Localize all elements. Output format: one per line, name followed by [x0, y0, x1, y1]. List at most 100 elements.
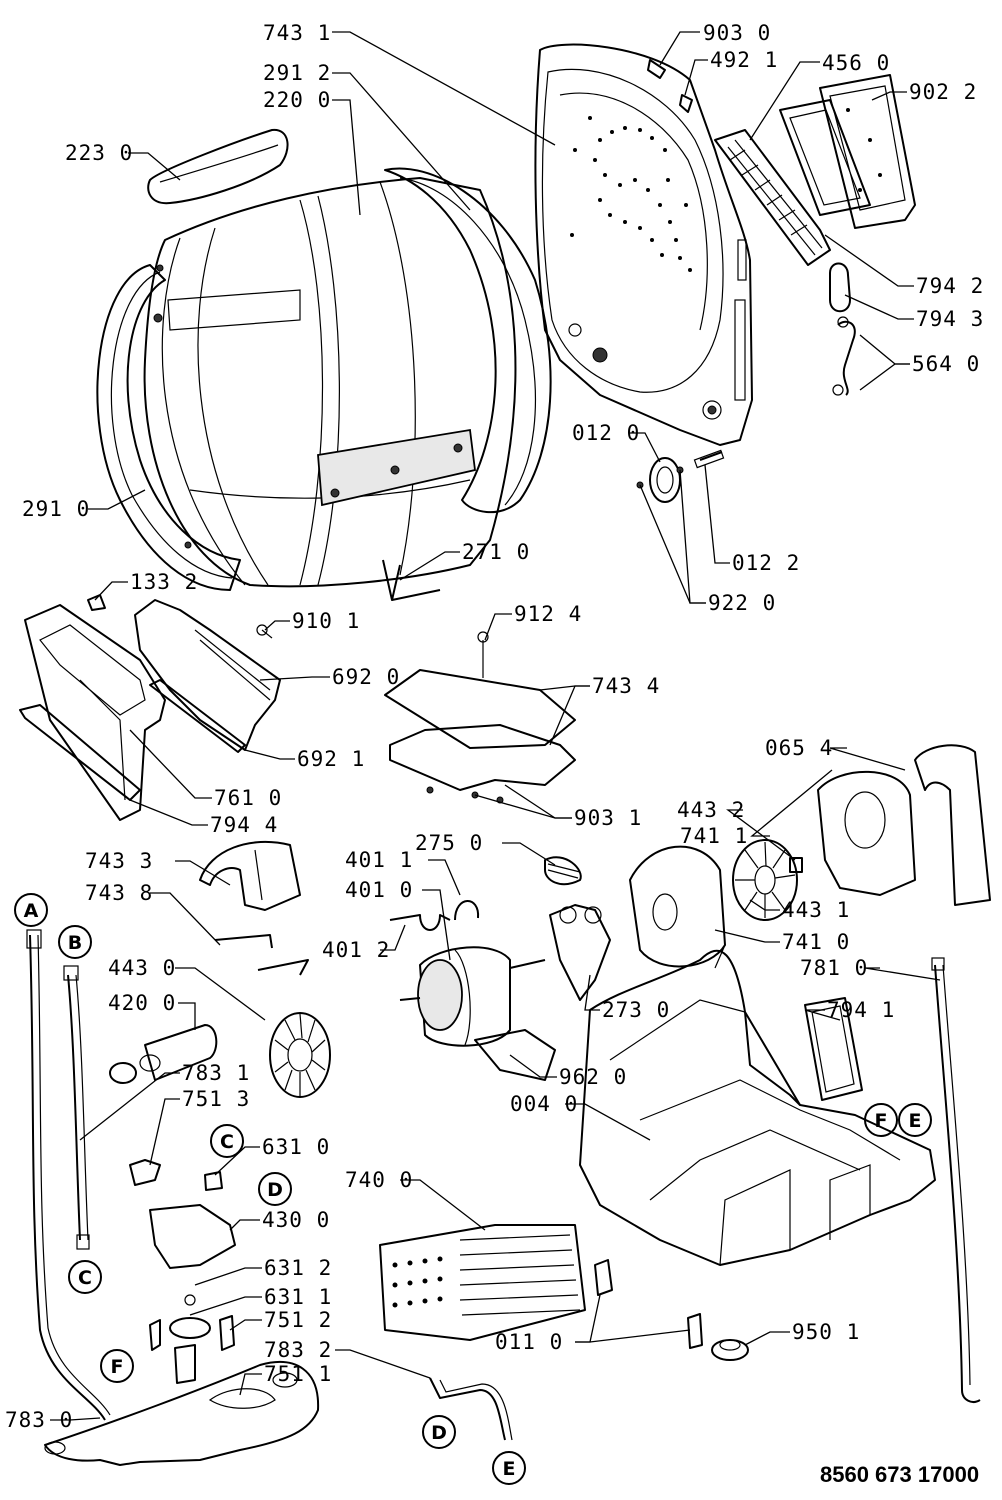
label-291-0: 291 0	[22, 497, 90, 521]
part-labels: 743 1 903 0 291 2 492 1 456 0 902 2 220 …	[5, 21, 984, 1432]
label-740-0: 740 0	[345, 1168, 413, 1192]
float-valve	[594, 1259, 703, 1349]
label-271-0: 271 0	[462, 540, 530, 564]
label-743-4: 743 4	[592, 674, 660, 698]
water-tank-lid	[44, 1361, 320, 1466]
label-761-0: 761 0	[214, 786, 282, 810]
motor-clips	[389, 900, 480, 931]
svg-text:D: D	[267, 1179, 283, 1201]
connector-markers: A B C D C F E F D E	[14, 893, 932, 1485]
door-seal	[19, 704, 141, 801]
label-743-1: 743 1	[263, 21, 331, 45]
svg-text:F: F	[111, 1356, 124, 1378]
document-number: 8560 673 17000	[820, 1462, 980, 1487]
label-401-1: 401 1	[345, 848, 413, 872]
label-631-1: 631 1	[264, 1285, 332, 1309]
svg-text:F: F	[875, 1110, 888, 1132]
rear-bulkhead	[534, 43, 753, 446]
label-743-8: 743 8	[85, 881, 153, 905]
base-gasket	[804, 997, 863, 1101]
screw-small	[256, 624, 273, 639]
label-430-0: 430 0	[262, 1208, 330, 1232]
seal-ring	[829, 262, 851, 313]
label-012-0: 012 0	[572, 421, 640, 445]
drum-front-ring	[96, 264, 241, 591]
pump-unit	[129, 1159, 236, 1384]
tensioner	[549, 904, 611, 1001]
label-950-1: 950 1	[792, 1320, 860, 1344]
label-783-0: 783 0	[5, 1408, 73, 1432]
top-clips	[647, 59, 693, 113]
motor-cover	[199, 840, 301, 911]
hose-B	[63, 965, 90, 1250]
small-clip	[87, 594, 106, 611]
label-443-2: 443 2	[677, 798, 745, 822]
connector-E-lower: E	[492, 1451, 526, 1485]
label-741-1: 741 1	[680, 824, 748, 848]
label-910-1: 910 1	[292, 609, 360, 633]
label-903-0: 903 0	[703, 21, 771, 45]
drum-rear-ring	[384, 167, 552, 514]
condenser	[379, 1224, 586, 1341]
connector-A: A	[14, 893, 48, 927]
filter-housing	[714, 74, 916, 266]
connector-E-right: E	[898, 1103, 932, 1137]
label-220-0: 220 0	[263, 88, 331, 112]
label-962-0: 962 0	[559, 1065, 627, 1089]
leader-lines	[50, 31, 941, 1421]
connector-C-left: C	[68, 1260, 102, 1294]
label-922-0: 922 0	[708, 591, 776, 615]
label-783-2: 783 2	[264, 1338, 332, 1362]
label-291-2: 291 2	[263, 61, 331, 85]
svg-text:E: E	[909, 1110, 922, 1132]
fan-housing	[629, 845, 726, 969]
connector-B: B	[58, 925, 92, 959]
label-273-0: 273 0	[602, 998, 670, 1022]
svg-text:D: D	[431, 1422, 447, 1444]
drum-support-leg	[382, 559, 441, 601]
label-692-0: 692 0	[332, 665, 400, 689]
duct-cover	[914, 744, 991, 906]
label-443-0: 443 0	[108, 956, 176, 980]
svg-text:A: A	[24, 900, 39, 922]
svg-text:B: B	[68, 932, 82, 954]
label-741-0: 741 0	[782, 930, 850, 954]
belt-spring	[544, 856, 582, 886]
label-275-0: 275 0	[415, 831, 483, 855]
connector-F-right: F	[864, 1103, 898, 1137]
label-794-4: 794 4	[210, 813, 278, 837]
label-011-0: 011 0	[495, 1330, 563, 1354]
label-794-2: 794 2	[916, 274, 984, 298]
wire-clip	[214, 934, 309, 976]
label-443-1: 443 1	[782, 898, 850, 922]
drain-cap	[711, 1339, 749, 1361]
label-751-2: 751 2	[264, 1308, 332, 1332]
label-012-2: 012 2	[732, 551, 800, 575]
motor-bracket	[474, 1029, 556, 1081]
fan-scroll	[817, 770, 916, 896]
hose-DE	[429, 1377, 513, 1441]
clip-springs	[832, 316, 856, 396]
label-751-3: 751 3	[182, 1087, 250, 1111]
label-781-0: 781 0	[800, 956, 868, 980]
label-631-2: 631 2	[264, 1256, 332, 1280]
door-latch	[134, 599, 281, 753]
connector-F-left: F	[100, 1349, 134, 1383]
svg-text:C: C	[220, 1131, 234, 1153]
label-456-0: 456 0	[822, 51, 890, 75]
svg-text:C: C	[78, 1267, 92, 1289]
label-903-1: 903 1	[574, 806, 642, 830]
label-401-0: 401 0	[345, 878, 413, 902]
label-065-4: 065 4	[765, 736, 833, 760]
label-794-1: 794 1	[827, 998, 895, 1022]
label-912-4: 912 4	[514, 602, 582, 626]
label-564-0: 564 0	[912, 352, 980, 376]
label-783-1: 783 1	[182, 1061, 250, 1085]
connector-D-upper: D	[258, 1172, 292, 1206]
label-492-1: 492 1	[710, 48, 778, 72]
label-420-0: 420 0	[108, 991, 176, 1015]
label-223-0: 223 0	[65, 141, 133, 165]
hose-A	[26, 929, 111, 1421]
door-frame	[24, 604, 166, 821]
duct-plates	[384, 631, 576, 804]
